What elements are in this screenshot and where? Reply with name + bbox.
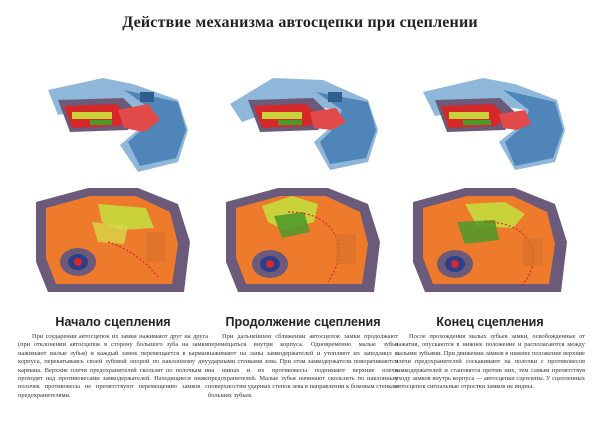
stage-title: Продолжение сцепления [225, 315, 381, 329]
stage-title: Начало сцепления [55, 315, 171, 329]
coupler-top-view-illustration [423, 78, 565, 170]
coupler-section-illustration [36, 188, 190, 292]
coupler-top-view-illustration [48, 78, 188, 172]
stage-begin: Начало сцепления При соударении автосцеп… [18, 0, 208, 445]
coupler-section-illustration [413, 188, 567, 292]
stage-description: При дальнейшем сближении автосцепок замк… [208, 333, 398, 399]
coupler-section-illustration [226, 188, 380, 292]
stage-description: После прохождения малых зубьев замки, ос… [395, 333, 585, 391]
stage-end: Конец сцепления После прохождения малых … [395, 0, 585, 445]
stage-continue: Продолжение сцепления При дальнейшем сбл… [208, 0, 398, 445]
stage-title: Конец сцепления [436, 315, 544, 329]
coupler-top-view-illustration [230, 78, 378, 170]
page-title: Действие механизма автосцепки при сцепле… [122, 14, 478, 31]
stage-description: При соударении автосцепок их замки нажим… [18, 333, 208, 399]
